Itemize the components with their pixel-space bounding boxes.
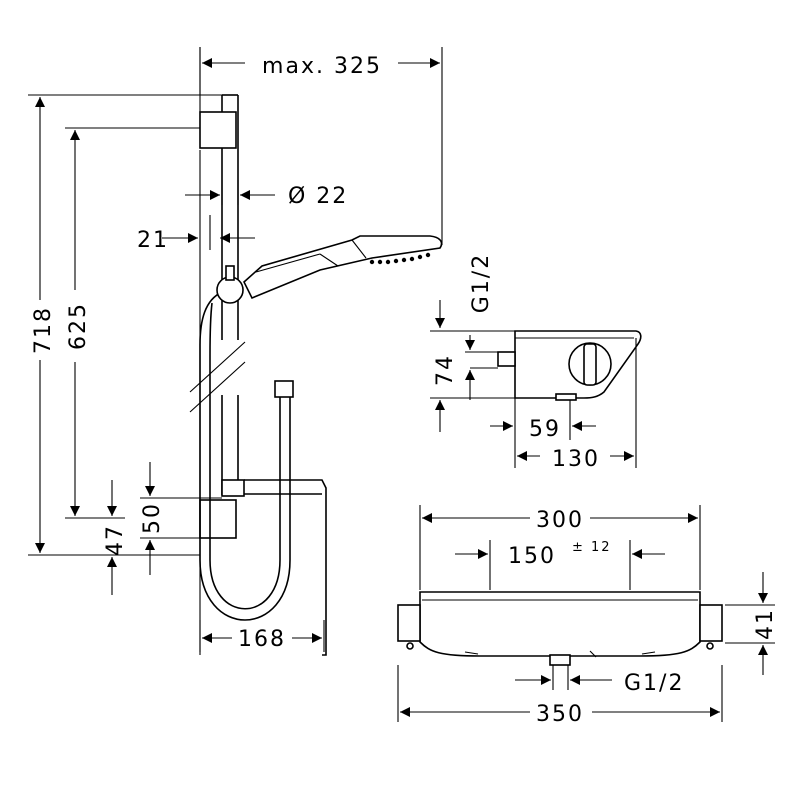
dim-bracket-height: 625 — [65, 127, 200, 519]
dim-rail-diameter: Ø 22 — [185, 180, 348, 209]
shower-rail-drawing — [189, 47, 443, 656]
dim-thread-side: G1/2 — [435, 253, 498, 353]
max-reach-label: max. 325 — [262, 54, 382, 79]
left-connector — [397, 604, 421, 642]
dim-overall-width: 350 — [397, 665, 723, 727]
front-height-label: 41 — [753, 608, 778, 640]
thermostat-height-label: 74 — [433, 354, 458, 386]
dim-wall-offset: 21 — [137, 215, 255, 253]
lower-offset-50-label: 50 — [140, 502, 165, 534]
thread-bottom-label: G1/2 — [624, 671, 684, 696]
hand-shower — [243, 235, 443, 300]
dim-lower-offset-47: 47 — [100, 480, 128, 595]
bracket-height-label: 625 — [66, 302, 91, 350]
rail-depth-label: 168 — [238, 627, 286, 652]
thermostat-width-label: 300 — [536, 508, 584, 533]
lower-offset-47-label: 47 — [103, 524, 128, 556]
spray-face — [369, 252, 431, 265]
dim-rail-depth: 168 — [199, 620, 325, 652]
total-height-label: 718 — [31, 306, 56, 354]
dim-thermostat-width: 300 — [419, 505, 701, 590]
thermostat-front-view — [397, 591, 723, 666]
upper-wall-bracket — [199, 111, 237, 149]
dim-lower-offset-50: 50 — [140, 462, 222, 575]
hose-connector — [274, 380, 294, 398]
bottom-outlet — [549, 654, 571, 666]
shower-hose — [199, 291, 291, 621]
thread-side-label: G1/2 — [469, 253, 494, 313]
dim-front-height: 41 — [725, 572, 778, 675]
dim-total-height: 718 — [28, 94, 222, 556]
thermostat-depth-130-label: 130 — [552, 447, 600, 472]
dim-thermostat-depth-130: 130 — [514, 338, 637, 472]
dim-thermostat-depth-59: 59 — [490, 398, 596, 442]
dim-max-reach: max. 325 — [199, 47, 443, 245]
shelf — [221, 479, 245, 497]
right-connector — [699, 604, 723, 642]
slider — [216, 276, 244, 304]
dim-connection-spacing: 150 ± 12 — [455, 540, 665, 590]
wall-offset-label: 21 — [137, 228, 169, 253]
connection-tolerance-label: ± 12 — [572, 540, 612, 555]
thermostat-depth-59-label: 59 — [529, 417, 561, 442]
rail-diameter-label: Ø 22 — [288, 184, 348, 209]
dim-thread-bottom: G1/2 — [515, 665, 684, 696]
thermostat-side-view — [497, 330, 642, 401]
dim-thermostat-height: 74 — [430, 330, 515, 432]
overall-width-label: 350 — [536, 702, 584, 727]
lower-wall-bracket — [199, 499, 237, 539]
connection-spacing-label: 150 — [508, 544, 556, 569]
